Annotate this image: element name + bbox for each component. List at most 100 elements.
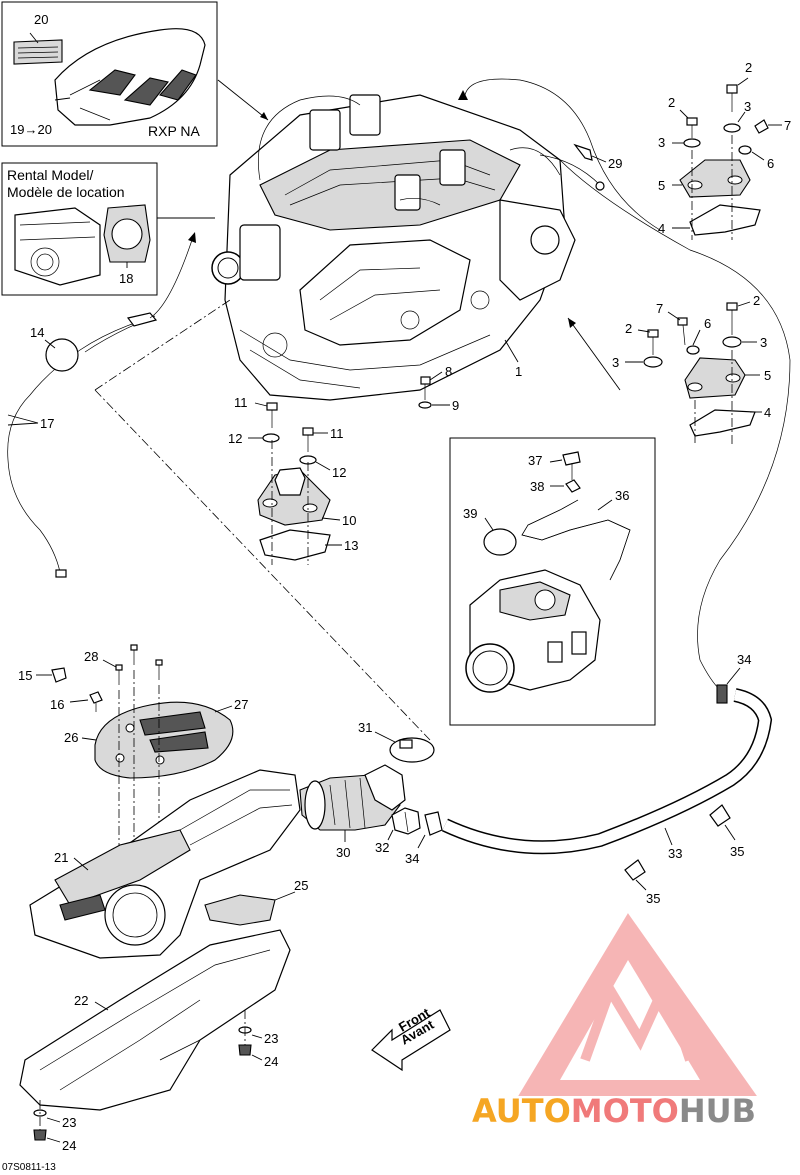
callout-1: 1 [515,364,522,379]
watermark-text-hub: HUB [679,1092,756,1130]
callout-7a: 7 [784,118,791,133]
callout-38: 38 [530,479,544,494]
callout-6a: 6 [767,156,774,171]
callout-2b: 2 [668,95,675,110]
callout-22: 22 [74,993,88,1008]
clip-35-bottom [624,859,646,881]
callout-4b: 4 [764,405,771,420]
callout-3a: 3 [744,99,751,114]
watermark-logo [518,913,757,1096]
callout-24a: 24 [264,1054,278,1069]
callout-30: 30 [336,845,350,860]
callout-35b: 35 [646,891,660,906]
callout-2c: 2 [753,293,760,308]
callout-14: 14 [30,325,44,340]
hose-clip-29 [573,143,593,161]
callout-15: 15 [18,668,32,683]
callout-17: 17 [40,416,54,431]
callout-23b: 23 [62,1115,76,1130]
inset-rental-title-2: Modèle de location [7,184,125,200]
callout-37: 37 [528,453,542,468]
air-box-tray-22 [19,894,291,1111]
callout-21: 21 [54,850,68,865]
clamp-34-lower [424,811,443,836]
decal-plate-20 [13,39,63,65]
callout-26: 26 [64,730,78,745]
fasteners-15-16-28 [51,644,163,712]
callout-13: 13 [344,538,358,553]
callout-18: 18 [119,271,133,286]
callout-12b: 12 [332,465,346,480]
callout-5a: 5 [658,178,665,193]
callout-9: 9 [452,398,459,413]
callout-29: 29 [608,156,622,171]
callout-28: 28 [84,649,98,664]
diagram-code: 07S0811-13 [2,1162,56,1173]
inset-rental-frame [1,162,158,296]
callout-25: 25 [294,878,308,893]
callout-23a: 23 [264,1031,278,1046]
inset-rxp-na: 20 19→20 RXP NA [1,1,218,147]
callout-3d: 3 [760,335,767,350]
callout-33: 33 [668,846,682,861]
engine-mount-front-left [257,376,432,565]
callout-20: 20 [34,12,48,27]
vent-hose-upper [464,78,661,231]
callout-7b: 7 [656,301,663,316]
watermark-text-moto: MOTO [571,1092,679,1130]
callout-10: 10 [342,513,356,528]
front-arrow-icon [371,1009,451,1072]
callout-36: 36 [615,488,629,503]
clamp-31 [389,737,435,763]
callout-24b: 24 [62,1138,76,1153]
callout-16: 16 [50,697,64,712]
callout-3c: 3 [612,355,619,370]
callout-34b: 34 [405,851,419,866]
fitting-32 [391,807,421,835]
callout-11a: 11 [234,395,248,410]
callout-6b: 6 [704,316,711,331]
callout-32: 32 [375,840,389,855]
inset-rxp-label: RXP NA [148,123,201,139]
inset-throttle-body [449,437,656,726]
watermark-text-auto: AUTO [472,1092,571,1130]
callout-11b: 11 [330,426,344,441]
callout-8: 8 [445,364,452,379]
engine-cover-rxp [54,28,206,126]
cover-26-decal-27 [94,701,234,779]
clamp-34-upper [716,684,728,704]
clip-35-right [709,804,731,827]
vent-hose-right [559,159,791,691]
watermark-text: AUTOMOTOHUB [472,1092,756,1130]
callout-31: 31 [358,720,372,735]
callout-35a: 35 [730,844,744,859]
engine-mount-top-right [679,84,769,240]
callout-4a: 4 [658,221,665,236]
engine-assembly-1 [211,94,576,401]
sensor-cable-14-17 [7,232,196,578]
callout-12a: 12 [228,431,242,446]
intake-adapter-30 [299,764,406,831]
callout-39: 39 [463,506,477,521]
callout-19-20: 19→20 [10,122,52,137]
restrictor-plate-18 [103,204,151,263]
front-direction-arrow: Front Avant [371,1005,451,1072]
callout-2d: 2 [625,321,632,336]
callout-34a: 34 [737,652,751,667]
engine-mount-middle-right [643,302,756,445]
engine-throttle-opening [211,251,245,285]
callout-5b: 5 [764,368,771,383]
grommets-23-24-left [33,1100,47,1141]
inset-throttle-frame [449,437,656,726]
callout-2a: 2 [745,60,752,75]
callout-27: 27 [234,697,248,712]
inset-rxp-frame [1,1,218,147]
inset-rental-title-1: Rental Model/ [7,167,93,183]
rental-engine-illustration [14,207,101,286]
callout-3b: 3 [658,135,665,150]
grommets-23-24-right [238,1010,252,1056]
inset-rental-model: Rental Model/ Modèle de location 18 [1,162,158,296]
air-box-21 [29,769,301,959]
watermark-m-shape-icon [580,971,695,1062]
